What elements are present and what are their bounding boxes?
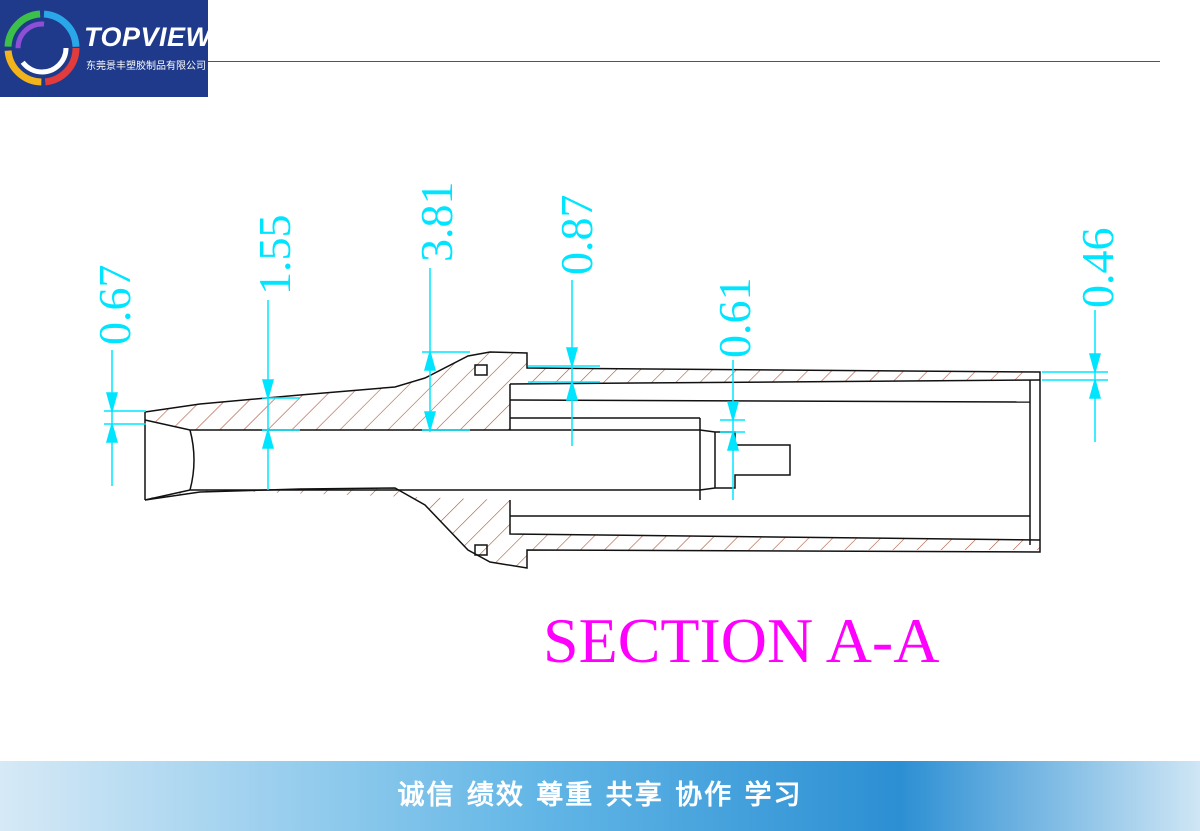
dimension-0-67: 0.67 [89, 265, 140, 346]
dimension-0-46: 0.46 [1072, 228, 1123, 309]
dimension-0-61: 0.61 [709, 278, 760, 359]
company-name: 东莞景丰塑胶制品有限公司 [86, 61, 206, 72]
brand-name: TOPVIEW [84, 22, 212, 52]
header-divider [208, 61, 1160, 62]
hatched-wall-bottom [145, 488, 1040, 568]
dimension-1-55: 1.55 [249, 215, 300, 296]
section-label: SECTION A-A [543, 605, 939, 676]
company-logo: TOPVIEW 东莞景丰塑胶制品有限公司 [0, 0, 211, 97]
footer-banner: 诚信 绩效 尊重 共享 协作 学习 [0, 761, 1200, 831]
part-outline [144, 351, 1041, 569]
dimension-0-87: 0.87 [551, 195, 602, 276]
dimension-lines [104, 268, 1108, 500]
hatched-wall-top [145, 352, 1040, 430]
dimension-3-81: 3.81 [411, 182, 462, 263]
logo-emblem-icon [4, 10, 80, 86]
section-drawing: 0.67 1.55 3.81 0.87 0.61 0.46 SECTION A-… [89, 182, 1123, 677]
footer-slogan: 诚信 绩效 尊重 共享 协作 学习 [397, 780, 803, 811]
